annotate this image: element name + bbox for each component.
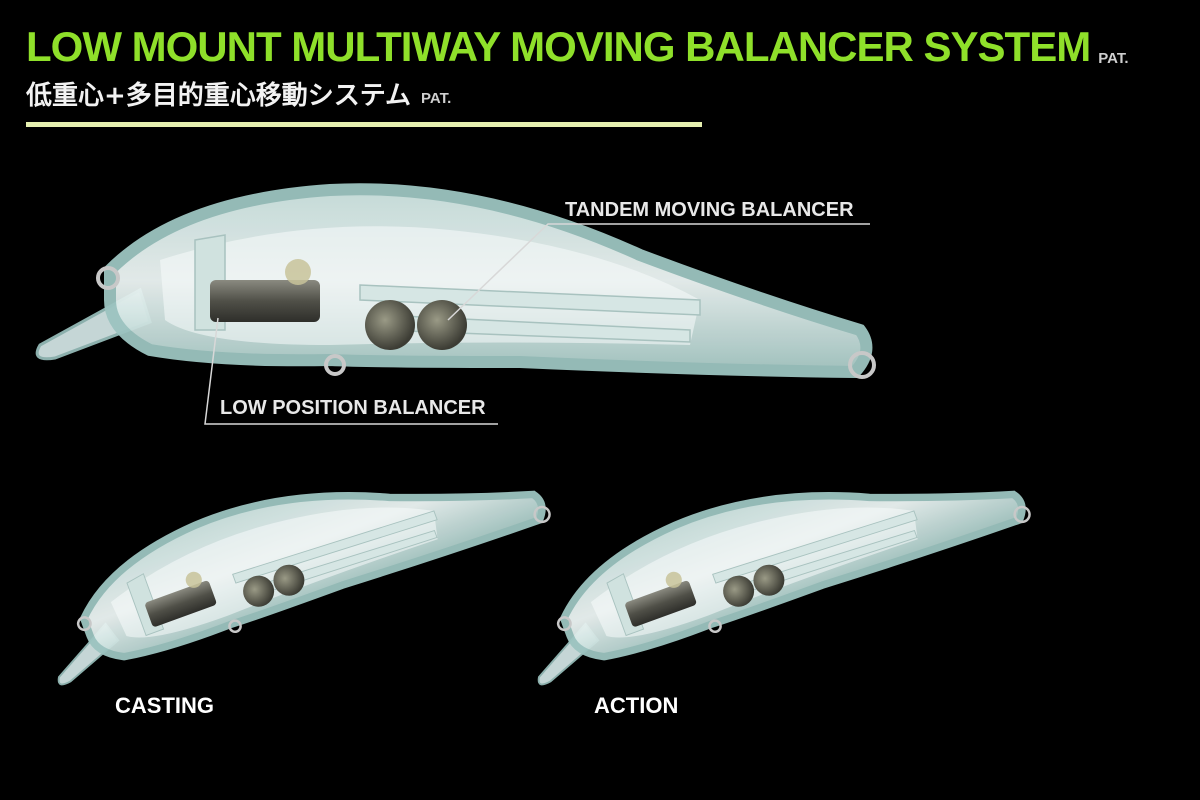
subtitle-japanese: 低重心+多目的重心移動システム xyxy=(26,81,412,111)
subtitle-pat-mark: PAT. xyxy=(421,90,452,107)
title-pat-mark: PAT. xyxy=(1098,50,1129,67)
action-lure-illustration xyxy=(504,409,1031,696)
callout-low-leader xyxy=(204,317,498,425)
callout-low-label: LOW POSITION BALANCER xyxy=(220,397,486,419)
action-label: ACTION xyxy=(594,693,678,718)
callout-tandem-label: TANDEM MOVING BALANCER xyxy=(565,199,854,221)
title-row: LOW MOUNT MULTIWAY MOVING BALANCER SYSTE… xyxy=(26,22,1196,72)
callout-tandem-moving-balancer: TANDEM MOVING BALANCER xyxy=(447,199,870,321)
casting-lure-illustration xyxy=(24,409,551,696)
casting-label: CASTING xyxy=(115,693,214,718)
header-rule xyxy=(26,122,702,127)
page-title: LOW MOUNT MULTIWAY MOVING BALANCER SYSTE… xyxy=(26,23,1091,70)
callout-low-position-balancer: LOW POSITION BALANCER xyxy=(204,317,498,425)
callout-tandem-leader xyxy=(447,223,870,321)
header: LOW MOUNT MULTIWAY MOVING BALANCER SYSTE… xyxy=(26,22,1196,127)
subtitle-row: 低重心+多目的重心移動システム PAT. xyxy=(26,80,1196,112)
